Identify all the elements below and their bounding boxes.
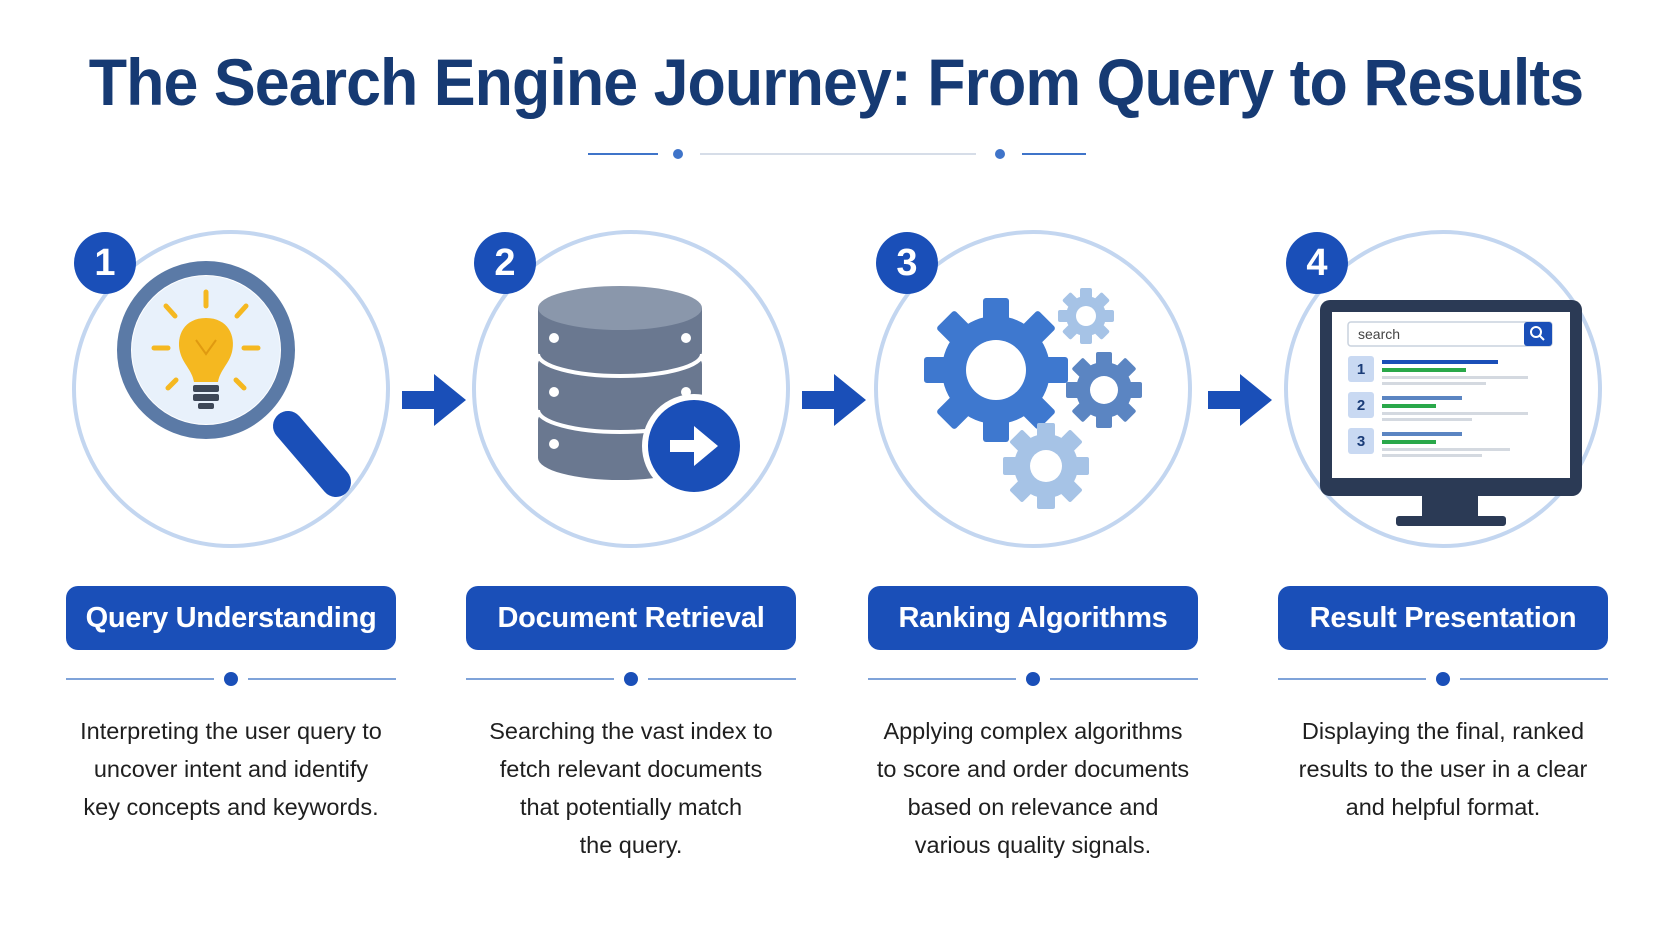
- step-4-number-badge: 4: [1286, 232, 1348, 294]
- step-3-divider: [868, 672, 1198, 686]
- step-3-desc-line: based on relevance and: [907, 794, 1159, 820]
- magnifier-lightbulb-icon: [117, 261, 351, 497]
- step-4-desc-line: results to the user in a clear: [1298, 756, 1588, 782]
- step-3-description: Applying complex algorithms to score and…: [868, 712, 1198, 864]
- step-1-desc-line: uncover intent and identify: [93, 756, 369, 782]
- step-4-divider: [1278, 672, 1608, 686]
- step-2-desc-line: Searching the vast index to: [489, 718, 773, 744]
- step-1-label: Query Understanding: [66, 586, 396, 650]
- arrow-right-icon: [1208, 374, 1272, 426]
- step-2-desc-line: that potentially match: [519, 794, 743, 820]
- step-3: 3 Ranking Algorithms Applying complex al…: [868, 0, 1198, 941]
- step-1-description: Interpreting the user query to uncover i…: [66, 712, 396, 826]
- step-2-number-badge: 2: [474, 232, 536, 294]
- step-1-divider: [66, 672, 396, 686]
- step-4-label: Result Presentation: [1278, 586, 1608, 650]
- step-3-desc-line: various quality signals.: [914, 832, 1152, 858]
- step-2-description: Searching the vast index to fetch releva…: [466, 712, 796, 864]
- step-1-number-badge: 1: [74, 232, 136, 294]
- arrow-right-icon: [402, 374, 466, 426]
- step-2: 2 Document Retrieval Searching the vast …: [466, 0, 796, 941]
- step-1: 1 Query Understanding Interpreting the u…: [66, 0, 396, 941]
- step-2-divider: [466, 672, 796, 686]
- arrow-right-icon: [802, 374, 866, 426]
- rank-number: 3: [1348, 428, 1374, 454]
- step-4-desc-line: and helpful format.: [1345, 794, 1541, 820]
- step-3-number-badge: 3: [876, 232, 938, 294]
- database-arrow-icon: [536, 286, 746, 498]
- title-divider: [588, 149, 1086, 159]
- monitor-results-icon: [1320, 300, 1582, 526]
- step-3-label: Ranking Algorithms: [868, 586, 1198, 650]
- step-4: search 1 2 3 4 Result Presentation Displ…: [1278, 0, 1608, 941]
- rank-number: 1: [1348, 356, 1374, 382]
- step-2-label: Document Retrieval: [466, 586, 796, 650]
- step-3-desc-line: Applying complex algorithms: [883, 718, 1183, 744]
- step-3-desc-line: to score and order documents: [876, 756, 1190, 782]
- step-1-desc-line: Interpreting the user query to: [80, 718, 382, 744]
- step-4-desc-line: Displaying the final, ranked: [1301, 718, 1585, 744]
- step-2-desc-line: fetch relevant documents: [499, 756, 763, 782]
- screen-search-input: search: [1358, 326, 1401, 342]
- step-2-desc-line: the query.: [579, 832, 683, 858]
- rank-number: 2: [1348, 392, 1374, 418]
- step-4-description: Displaying the final, ranked results to …: [1278, 712, 1608, 826]
- step-1-desc-line: key concepts and keywords.: [83, 794, 379, 820]
- page-title: The Search Engine Journey: From Query to…: [88, 45, 1584, 119]
- gears-icon: [924, 288, 1142, 509]
